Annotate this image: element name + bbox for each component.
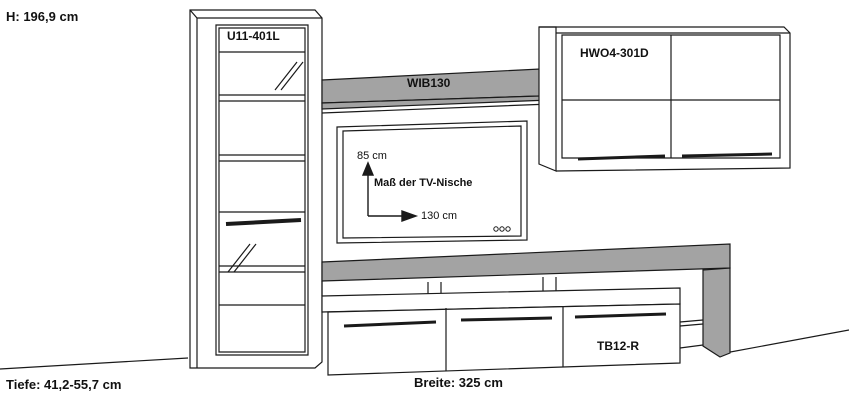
wall-shelf-label: WIB130 [407,76,451,90]
wall-cabinet-outline [538,26,791,172]
floor-line-left [0,357,189,370]
tall-cabinet-outline [189,9,323,369]
lowboard-outline [321,243,731,376]
height-dimension: H: 196,9 cm [6,9,79,24]
floor-line-right [724,329,849,354]
width-dimension: Breite: 325 cm [414,375,503,390]
depth-dimension: Tiefe: 41,2-55,7 cm [6,377,122,392]
wall-cabinet-label: HWO4-301D [580,46,649,60]
tv-niche-width-label: 130 cm [421,210,458,222]
tv-board-label: TB12-R [597,339,640,353]
tv-niche-title: Maß der TV-Nische [374,177,473,189]
tv-niche-height-label: 85 cm [357,150,387,162]
tall-cabinet-label: U11-401L [227,29,280,43]
tv-outline [336,120,528,244]
tv-knobs [493,226,511,232]
tv-niche-arrows [361,161,419,222]
